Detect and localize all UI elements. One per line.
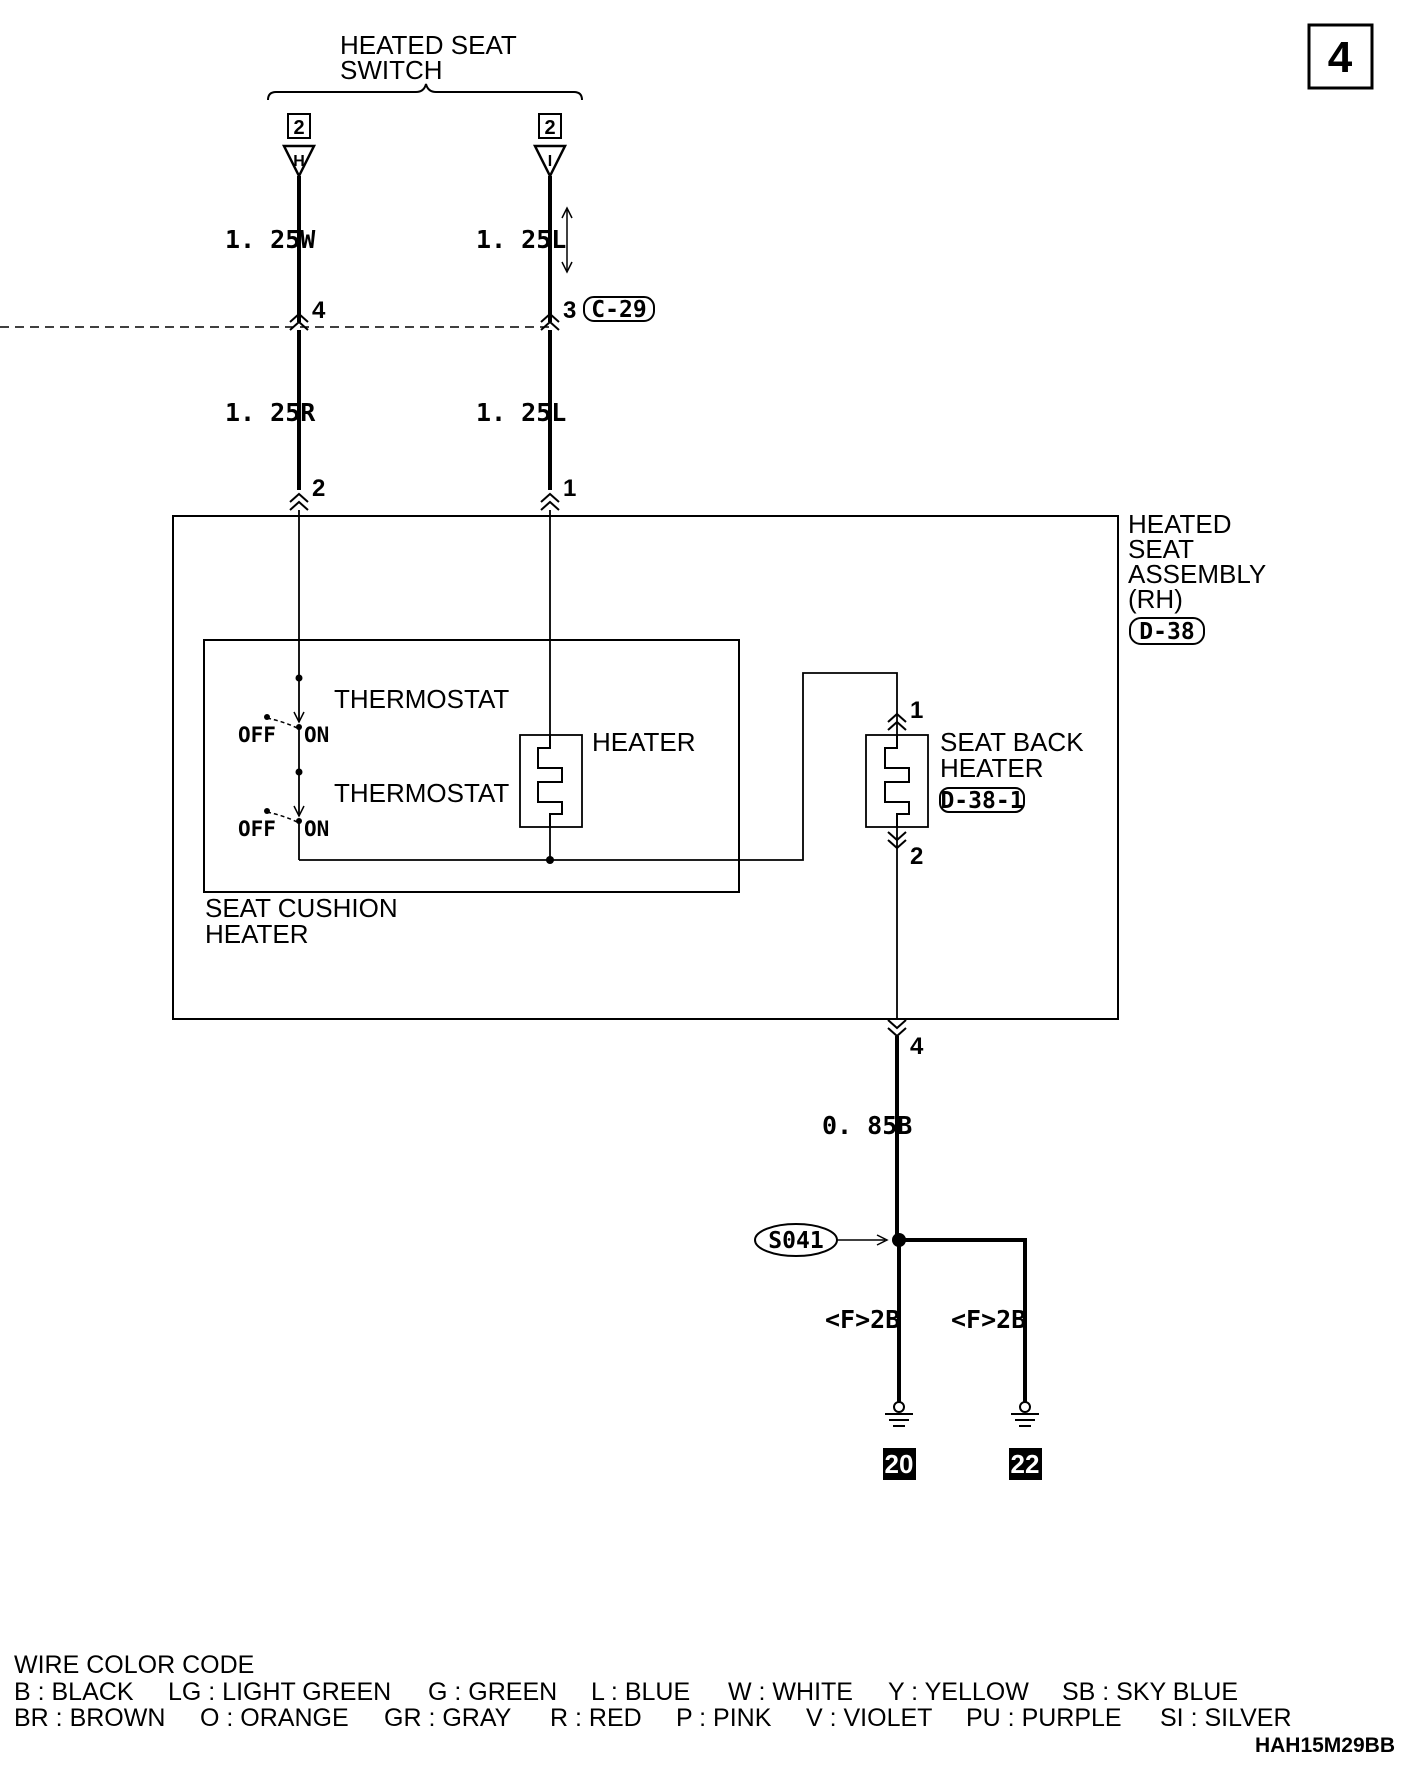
wire-label-ground-main: 0. 85B (822, 1111, 912, 1140)
switch-connector-right: 2 (544, 117, 555, 139)
d38-1-connector-label: D-38-1 (940, 788, 1023, 814)
switch-connector-right-box (538, 113, 562, 139)
pin-seat-back-top: 1 (910, 697, 923, 724)
cushion-heater-icon (537, 735, 563, 827)
thermostat-2-off-dot (264, 808, 270, 814)
wire-label-left-lower: 1. 25R (225, 398, 316, 427)
seat-back-label-line2: HEATER (940, 753, 1044, 783)
pin-assy-ground: 4 (910, 1033, 924, 1060)
switch-brace (267, 83, 583, 101)
thermostat-1-off: OFF (238, 723, 276, 747)
thermostat-1-off-dot (264, 714, 270, 720)
switch-title-line1: HEATED SEAT (340, 30, 517, 60)
assembly-label-line4: (RH) (1128, 584, 1183, 614)
thermostat-2-off-dash (266, 811, 298, 823)
legend-entry: GR : GRAY (384, 1704, 512, 1732)
c29-chevron-right (540, 312, 560, 331)
splice-s041-label: S041 (768, 1228, 823, 1254)
movable-arrow-head-bottom (561, 261, 573, 274)
pin-c29-right: 3 (563, 297, 576, 324)
pin-assy-right: 1 (563, 475, 576, 502)
ground-point-right-box (1009, 1448, 1042, 1480)
thermostat-1-off-dash (266, 717, 298, 729)
legend-entry: R : RED (550, 1704, 642, 1732)
seat-cushion-heater-box (203, 639, 740, 893)
legend-entry: L : BLUE (591, 1678, 690, 1706)
legend-entry: W : WHITE (728, 1678, 853, 1706)
legend-entry: P : PINK (676, 1704, 772, 1732)
legend-entry: LG : LIGHT GREEN (168, 1678, 391, 1706)
legend-entry: V : VIOLET (806, 1704, 932, 1732)
ground-point-left-box (883, 1448, 916, 1480)
ground-symbol-right-icon (1011, 1401, 1039, 1427)
wire-label-right-lower: 1. 25L (476, 398, 566, 427)
legend-entry: O : ORANGE (200, 1704, 349, 1732)
thermostat-2-label: THERMOSTAT (334, 778, 509, 808)
pin-c29-left: 4 (312, 297, 326, 324)
legend-entry: SB : SKY BLUE (1062, 1678, 1238, 1706)
pin-assy-left: 2 (312, 475, 325, 502)
switch-terminal-left-letter: H (293, 153, 305, 170)
drawing-code: HAH15M29BB (1255, 1734, 1395, 1757)
thermostat-1-label: THERMOSTAT (334, 684, 509, 714)
switch-connector-left: 2 (293, 117, 304, 139)
thermostat-1-arrow (293, 711, 305, 724)
splice-arrow-head (876, 1234, 889, 1246)
legend-title: WIRE COLOR CODE (14, 1651, 254, 1679)
legend-row-1: B : BLACK LG : LIGHT GREEN G : GREEN L : BL… (14, 1678, 1238, 1706)
thermostat-2-on: ON (304, 817, 329, 841)
wire-label-left-upper: 1. 25W (225, 225, 316, 254)
legend-entry: SI : SILVER (1160, 1704, 1292, 1732)
assy-chevron-left (289, 492, 309, 511)
wire-label-ground-left: <F>2B (825, 1305, 900, 1334)
cushion-label-line2: HEATER (205, 919, 309, 949)
c29-connector-box (583, 296, 655, 322)
c29-chevron-left (289, 312, 309, 331)
seat-back-label-line1: SEAT BACK (940, 727, 1084, 757)
ground-point-right: 22 (1011, 1449, 1040, 1479)
thermostat-2-off: OFF (238, 817, 276, 841)
wire-ground-right (899, 1238, 1027, 1403)
switch-terminal-right-letter: I (548, 153, 552, 170)
ground-point-left: 20 (885, 1449, 914, 1479)
d38-1-connector-box (939, 787, 1025, 813)
assy-ground-chevron (887, 1019, 907, 1038)
switch-connector-left-box (287, 113, 311, 139)
legend-row-2: BR : BROWN O : ORANGE GR : GRAY R : RED P : … (14, 1704, 1292, 1732)
legend-entry: Y : YELLOW (888, 1678, 1029, 1706)
ground-symbol-left-icon (885, 1401, 913, 1427)
thermostat-2-arrow (293, 805, 305, 818)
movable-arrow-head-top (561, 206, 573, 219)
switch-terminal-left (281, 144, 317, 179)
d38-connector-label: D-38 (1139, 619, 1194, 645)
legend-entry: G : GREEN (428, 1678, 557, 1706)
wire-cushion-to-back (299, 672, 898, 861)
legend-entry: PU : PURPLE (966, 1704, 1122, 1732)
cushion-label-line1: SEAT CUSHION (205, 893, 398, 923)
seat-back-heater-icon (884, 735, 910, 827)
heated-seat-assembly-box (172, 515, 1119, 1020)
heater-label: HEATER (592, 727, 696, 757)
wire-label-ground-right: <F>2B (951, 1305, 1026, 1334)
legend-entry: B : BLACK (14, 1678, 134, 1706)
legend-entry: BR : BROWN (14, 1704, 165, 1732)
wire-label-right-upper: 1. 25L (476, 225, 566, 254)
d38-connector-box (1129, 617, 1205, 645)
assembly-label-line3: ASSEMBLY (1128, 559, 1266, 589)
thermostat-1-on: ON (304, 723, 329, 747)
c29-connector-label: C-29 (591, 297, 646, 323)
assembly-label-line2: SEAT (1128, 534, 1194, 564)
assembly-label-line1: HEATED (1128, 509, 1232, 539)
page-number: 4 (1328, 33, 1353, 82)
assy-chevron-right (540, 492, 560, 511)
page-number-box (1307, 23, 1374, 90)
switch-title-line2: SWITCH (340, 55, 443, 85)
pin-seat-back-bottom: 2 (910, 843, 923, 870)
switch-terminal-right (532, 144, 568, 179)
